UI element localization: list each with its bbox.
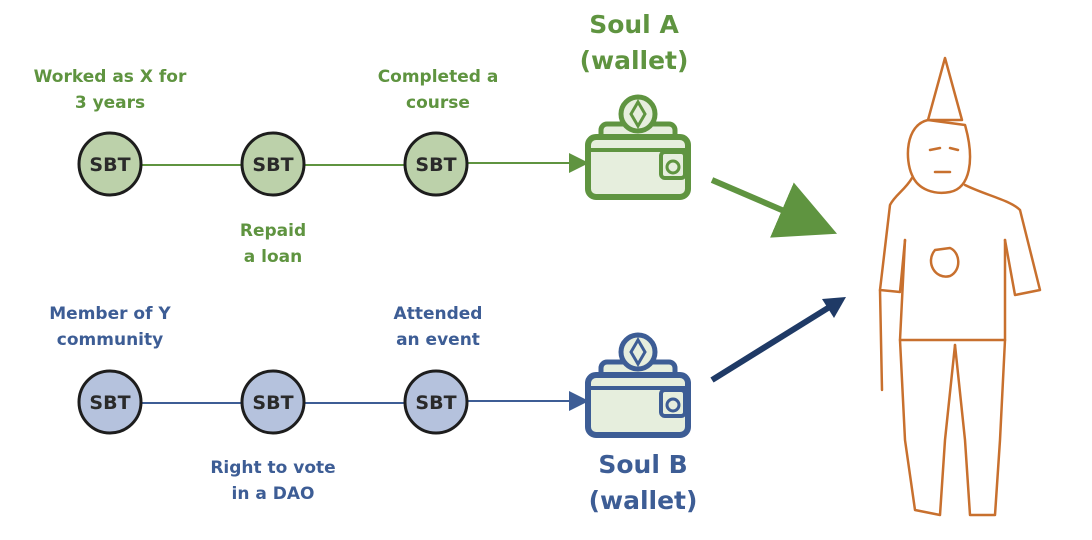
sbt-token-a2: SBT	[240, 131, 306, 197]
wallet-b-icon	[588, 335, 688, 435]
soul-a-title: Soul A	[589, 10, 679, 39]
annotation-a1-line2: 3 years	[75, 93, 145, 113]
sbt-token-b3: SBT	[403, 369, 469, 435]
annotation-b2-line1: Right to vote	[210, 458, 335, 478]
arrow-a-to-person	[710, 177, 838, 238]
svg-text:SBT: SBT	[415, 154, 456, 176]
wallet-a-icon	[588, 97, 688, 197]
svg-text:SBT: SBT	[89, 154, 130, 176]
svg-text:SBT: SBT	[89, 392, 130, 414]
annotation-b2-line2: in a DAO	[232, 484, 315, 504]
soul-b-chain: SBT SBT SBT Member of Y community Right …	[49, 297, 846, 515]
sbt-token-a1: SBT	[77, 131, 143, 197]
sbt-token-a3: SBT	[403, 131, 469, 197]
sbt-token-b1: SBT	[77, 369, 143, 435]
sbt-token-b2: SBT	[240, 369, 306, 435]
annotation-a2-line1: Repaid	[240, 221, 306, 241]
svg-text:SBT: SBT	[252, 154, 293, 176]
annotation-a1-line1: Worked as X for	[34, 67, 187, 87]
annotation-b3-line1: Attended	[394, 304, 483, 324]
annotation-b3-line2: an event	[396, 330, 480, 350]
annotation-b1-line2: community	[57, 330, 163, 350]
soul-a-subtitle: (wallet)	[580, 46, 689, 75]
soul-b-subtitle: (wallet)	[589, 486, 698, 515]
soul-a-chain: SBT SBT SBT Worked as X for 3 years Repa…	[34, 10, 838, 267]
svg-text:SBT: SBT	[252, 392, 293, 414]
annotation-a3-line1: Completed a	[378, 67, 499, 87]
soul-b-title: Soul B	[598, 450, 687, 479]
annotation-a3-line2: course	[406, 93, 470, 113]
person-with-party-hat-icon	[878, 56, 1042, 517]
arrow-b-to-person	[710, 300, 838, 383]
annotation-b1-line1: Member of Y	[49, 304, 171, 324]
svg-text:SBT: SBT	[415, 392, 456, 414]
annotation-a2-line2: a loan	[244, 247, 302, 267]
